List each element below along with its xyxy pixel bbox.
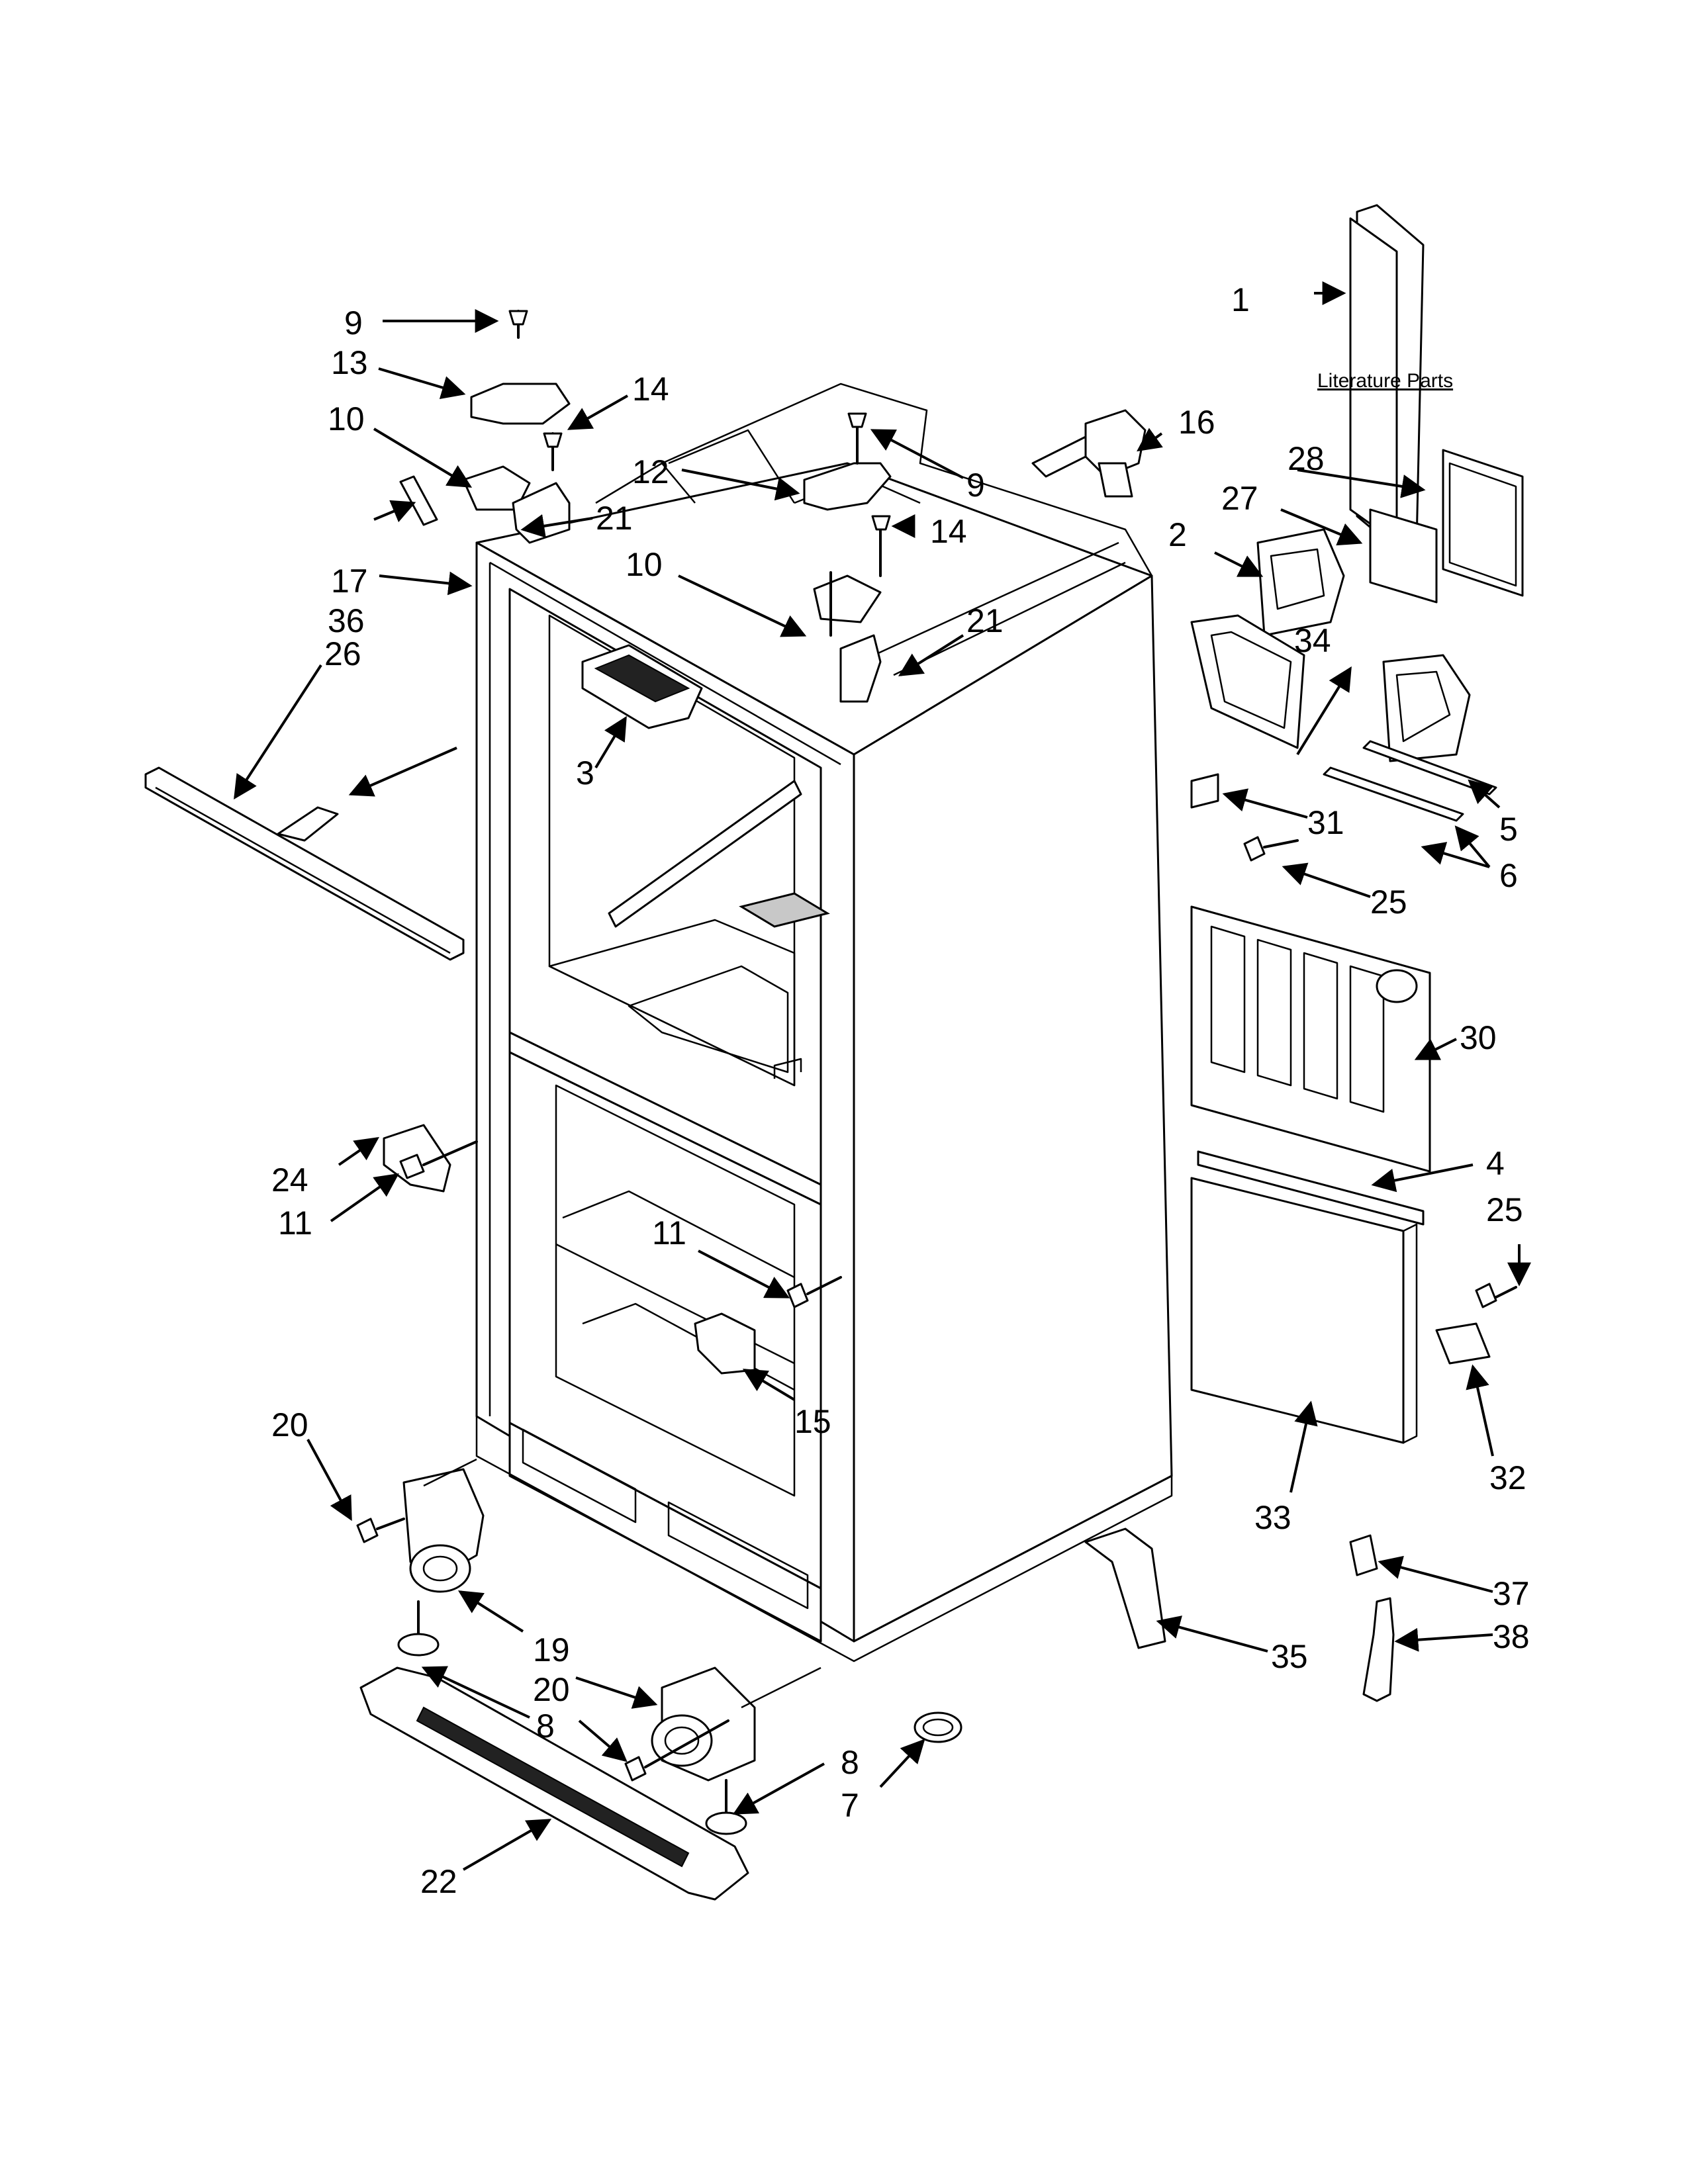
callout-16: 16 <box>1178 404 1215 441</box>
callout-36: 36 <box>328 602 365 639</box>
callout-8-right: 8 <box>841 1744 859 1781</box>
drain-tube-35 <box>1084 1527 1166 1649</box>
screw-20-left <box>356 1518 405 1543</box>
callout-10-mid: 10 <box>626 546 663 583</box>
callout-26: 26 <box>324 635 361 672</box>
callout-4: 4 <box>1486 1145 1505 1182</box>
callout-31: 31 <box>1307 804 1344 841</box>
callout-9-right: 9 <box>966 467 985 504</box>
callout-20-left: 20 <box>271 1406 308 1443</box>
thermistor-38 <box>1362 1597 1395 1702</box>
callout-12: 12 <box>632 453 669 490</box>
callout-28: 28 <box>1288 440 1325 477</box>
callout-24: 24 <box>271 1161 308 1199</box>
plug-7 <box>914 1711 962 1743</box>
callout-34: 34 <box>1294 622 1331 659</box>
cabinet <box>475 383 1173 1662</box>
callout-3: 3 <box>576 754 594 792</box>
callout-5: 5 <box>1499 811 1518 848</box>
insulation-strips-6 <box>1323 740 1497 822</box>
callout-32: 32 <box>1489 1459 1526 1496</box>
literature-parts-1 <box>1349 204 1425 551</box>
callout-8-left: 8 <box>536 1707 555 1745</box>
callout-10-top: 10 <box>328 400 365 437</box>
callout-25-lower: 25 <box>1486 1191 1523 1228</box>
callout-35: 35 <box>1271 1638 1308 1675</box>
control-board-5 <box>1382 654 1471 762</box>
water-valve-16 <box>1031 409 1147 498</box>
upper-trim-17 <box>399 475 438 526</box>
callout-37: 37 <box>1493 1575 1530 1612</box>
callout-14-right: 14 <box>930 513 967 550</box>
callout-38: 38 <box>1493 1618 1530 1655</box>
callout-2: 2 <box>1168 516 1187 553</box>
callout-17: 17 <box>331 563 368 600</box>
callout-30: 30 <box>1460 1019 1497 1056</box>
callout-22: 22 <box>420 1863 457 1900</box>
roller-left-19 <box>397 1468 485 1657</box>
screw-11-left <box>399 1140 478 1179</box>
callout-7: 7 <box>841 1787 859 1824</box>
top-hinge-left <box>462 310 571 544</box>
control-housing-3 <box>581 644 703 729</box>
callouts: 1 2 3 4 5 6 7 8 8 9 9 10 10 11 11 12 13 … <box>271 281 1530 1900</box>
trim-rail-26 <box>144 766 465 961</box>
base-grille-22 <box>359 1666 749 1901</box>
screw-20-right <box>624 1719 729 1782</box>
callout-9-left: 9 <box>344 304 363 341</box>
literature-parts-caption: Literature Parts <box>1317 370 1453 392</box>
control-cover-28 <box>1442 449 1524 597</box>
board-housing-34 <box>1190 614 1305 749</box>
callout-11-left: 11 <box>278 1205 312 1242</box>
top-hinge-right <box>803 412 892 703</box>
callout-27: 27 <box>1221 480 1258 517</box>
screw-25-lower <box>1475 1283 1517 1308</box>
roller-right-19 <box>651 1666 756 1835</box>
callout-21-left: 21 <box>596 500 633 537</box>
callout-20-right: 20 <box>533 1671 570 1708</box>
callout-11-inner: 11 <box>652 1214 686 1251</box>
seal-strip-4 <box>1197 1150 1425 1226</box>
rear-access-cover-30 <box>1190 905 1431 1173</box>
callout-21-right: 21 <box>966 602 1004 639</box>
control-board-2 <box>1256 528 1345 637</box>
callout-13: 13 <box>331 344 368 381</box>
clip-31 <box>1190 773 1219 809</box>
leader-lines <box>234 281 1531 1871</box>
callout-33: 33 <box>1254 1499 1291 1536</box>
callout-6: 6 <box>1499 857 1518 894</box>
screw-11-inner <box>786 1276 842 1308</box>
thermistor-clip-37 <box>1349 1534 1378 1576</box>
screw-25-upper <box>1243 836 1299 862</box>
clamp-32 <box>1435 1322 1491 1365</box>
rear-panel-33 <box>1190 1177 1418 1444</box>
control-board-cover-27 <box>1369 508 1438 604</box>
callout-15: 15 <box>794 1403 831 1440</box>
callout-14-left: 14 <box>632 371 669 408</box>
callout-25-upper: 25 <box>1370 884 1407 921</box>
callout-1: 1 <box>1231 281 1250 318</box>
callout-19: 19 <box>533 1631 570 1668</box>
